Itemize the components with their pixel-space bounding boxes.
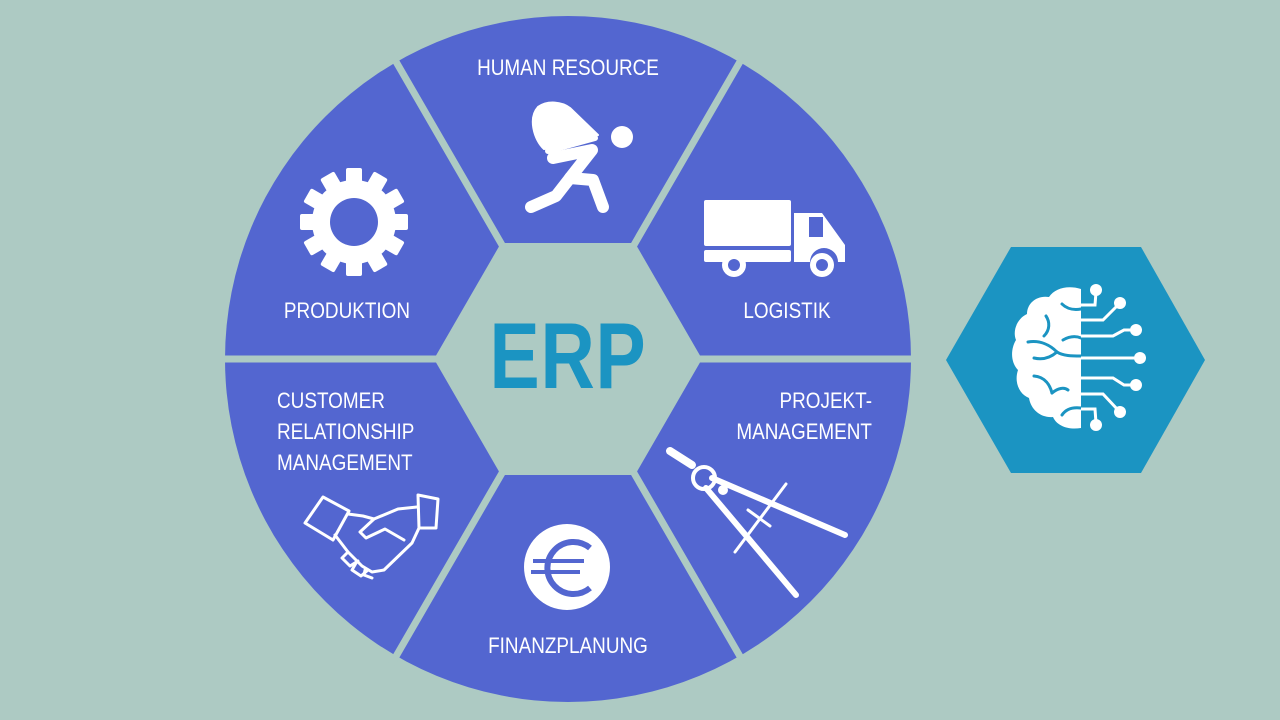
label-line: MANAGEMENT <box>736 419 872 444</box>
person-carrying-load-icon <box>525 101 633 213</box>
ai-brain-circuit-icon <box>1012 284 1146 431</box>
label-line: MANAGEMENT <box>277 450 413 475</box>
segment-label-projekt-management: PROJEKT- MANAGEMENT <box>700 385 872 447</box>
segment-label-finanzplanung: FINANZPLANUNG <box>488 633 648 658</box>
truck-icon <box>704 200 845 277</box>
handshake-icon <box>303 493 440 580</box>
label-line: RELATIONSHIP <box>277 419 415 444</box>
segment-label-produktion: PRODUKTION <box>283 298 411 323</box>
center-title: ERP <box>489 303 647 408</box>
segment-label-crm: CUSTOMER RELATIONSHIP MANAGEMENT <box>277 385 449 478</box>
segment-dividers <box>218 51 918 667</box>
gear-icon <box>300 168 408 276</box>
segment-label-human-resource: HUMAN RESOURCE <box>477 55 659 80</box>
center-hexagon <box>434 243 702 475</box>
euro-coin-icon <box>524 524 610 610</box>
drafting-compass-icon <box>666 447 848 598</box>
label-line: CUSTOMER <box>277 388 385 413</box>
label-line: PROJEKT- <box>779 388 872 413</box>
segment-label-logistik: LOGISTIK <box>743 298 831 323</box>
